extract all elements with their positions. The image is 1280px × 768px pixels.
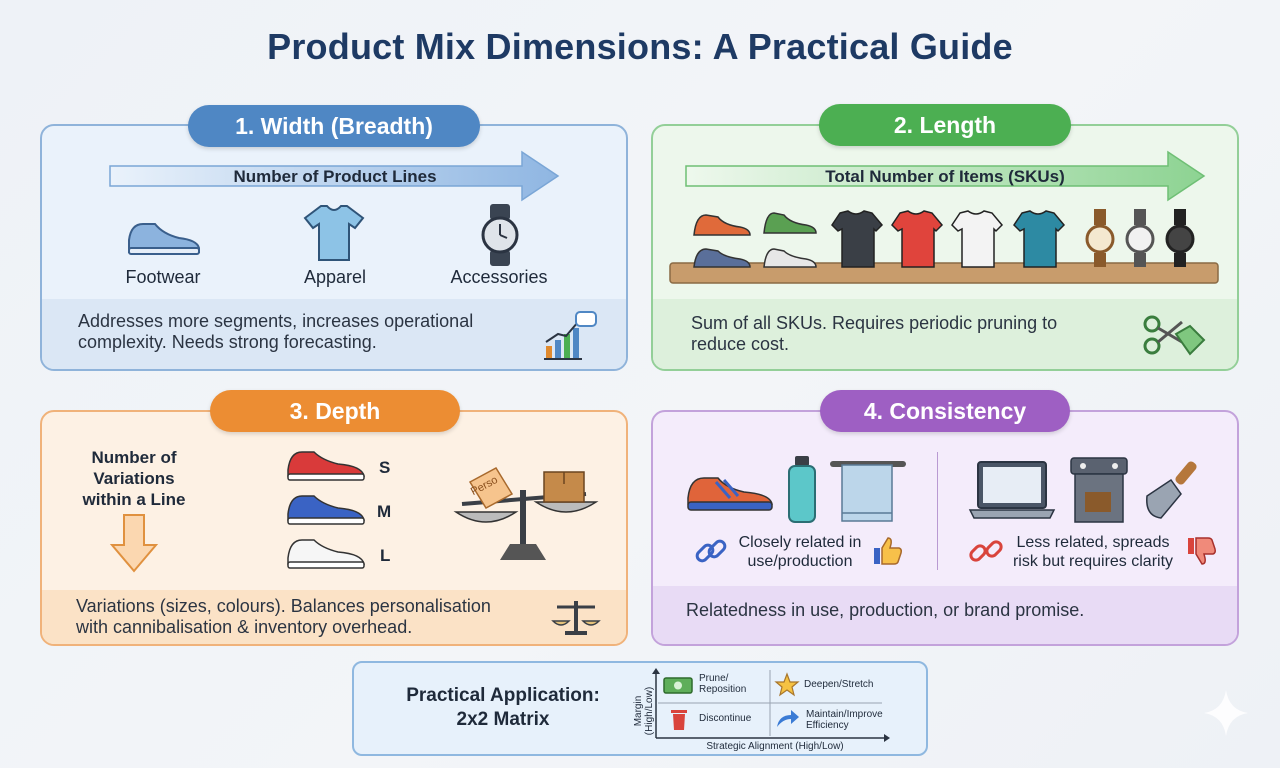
related-caption: Closely related in use/production — [730, 533, 870, 571]
balance-scale-icon — [551, 601, 601, 635]
width-arrow-label: Number of Product Lines — [233, 167, 437, 186]
quadrant-maintain: Maintain/Improve Efficiency — [806, 709, 883, 731]
width-arrow — [109, 150, 560, 202]
link-icon — [695, 539, 727, 563]
size-label-s: S — [379, 458, 391, 477]
length-description-line2: reduce cost. — [691, 334, 790, 354]
length-arrow-label: Total Number of Items (SKUs) — [825, 167, 1065, 186]
length-heading: 2. Length — [819, 104, 1071, 146]
practical-application-title: Practical Application: 2x2 Matrix — [398, 684, 608, 732]
length-description-line1: Sum of all SKUs. Requires periodic pruni… — [691, 313, 1058, 333]
consistency-divider — [937, 452, 938, 570]
depth-side-label-line2: Variations — [93, 469, 175, 488]
width-description: Addresses more segments, increases opera… — [42, 299, 626, 369]
depth-description-line2: with cannibalisation & inventory overhea… — [76, 617, 413, 637]
size-label-l: L — [380, 546, 391, 565]
practical-application-panel — [352, 661, 928, 756]
depth-heading: 3. Depth — [210, 390, 460, 432]
scale-with-tag-and-box-icon — [453, 467, 599, 560]
quadrant-maintain-line2: Efficiency — [806, 720, 849, 731]
matrix-y-axis-label: Margin (High/Low) — [633, 686, 655, 736]
water-bottle-icon — [788, 456, 816, 523]
width-item-footwear: Footwear — [125, 267, 201, 287]
laptop-icon — [968, 461, 1056, 519]
sneaker-white-icon — [287, 539, 365, 569]
length-description: Sum of all SKUs. Requires periodic pruni… — [653, 299, 1237, 369]
running-shoe-icon — [687, 477, 773, 511]
curved-arrow-icon — [777, 710, 799, 727]
width-description-line1: Addresses more segments, increases opera… — [78, 311, 474, 331]
coffee-machine-icon — [1070, 457, 1128, 523]
quadrant-discontinue: Discontinue — [699, 713, 752, 724]
length-arrow — [685, 150, 1206, 202]
sku-shelf — [669, 209, 1219, 284]
depth-side-label: Number of Variations within a Line — [62, 447, 206, 510]
unrelated-caption: Less related, spreads risk but requires … — [1000, 533, 1186, 571]
trash-icon — [671, 710, 687, 730]
thumbs-up-icon — [874, 537, 902, 565]
practical-title-line2: 2x2 Matrix — [456, 709, 550, 730]
quadrant-prune: Prune/ Reposition — [699, 673, 746, 695]
down-arrow-icon — [109, 514, 159, 573]
depth-description-line1: Variations (sizes, colours). Balances pe… — [76, 596, 491, 616]
quadrant-prune-line2: Reposition — [699, 684, 747, 695]
sneaker-blue-icon — [287, 495, 365, 525]
shoe-icon — [763, 248, 817, 268]
watch-icon — [481, 204, 519, 266]
page-title: Product Mix Dimensions: A Practical Guid… — [267, 26, 1013, 67]
consistency-description: Relatedness in use, production, or brand… — [653, 586, 1237, 644]
sneaker-icon — [128, 223, 200, 255]
sneaker-red-icon — [287, 451, 365, 481]
quadrant-prune-line1: Prune/ — [699, 673, 729, 684]
width-description-line2: complexity. Needs strong forecasting. — [78, 332, 377, 352]
shoe-icon — [763, 212, 817, 234]
shoe-icon — [693, 248, 751, 268]
garden-trowel-icon — [1146, 461, 1197, 519]
width-heading: 1. Width (Breadth) — [188, 105, 480, 147]
unrelated-caption-line2: risk but requires clarity — [1012, 553, 1174, 570]
size-label-m: M — [377, 502, 392, 521]
practical-title-line1: Practical Application: — [406, 685, 600, 706]
depth-description: Variations (sizes, colours). Balances pe… — [42, 590, 626, 644]
matrix-x-axis-label: Strategic Alignment (High/Low) — [706, 741, 844, 752]
scissors-price-tag-icon — [1143, 315, 1206, 356]
tshirt-icon — [303, 205, 365, 261]
star-icon — [774, 672, 800, 697]
related-caption-line1: Closely related in — [738, 534, 862, 551]
unrelated-caption-line1: Less related, spreads — [1016, 534, 1170, 551]
money-icon — [663, 677, 693, 694]
depth-side-label-line3: within a Line — [82, 490, 186, 509]
thumbs-down-icon — [1188, 537, 1216, 565]
quadrant-deepen: Deepen/Stretch — [804, 679, 874, 690]
consistency-heading: 4. Consistency — [820, 390, 1070, 432]
broken-link-icon — [969, 540, 1003, 562]
shoe-icon — [693, 214, 751, 236]
quadrant-maintain-line1: Maintain/Improve — [806, 709, 883, 720]
related-caption-line2: use/production — [747, 553, 853, 570]
consistency-panel: Relatedness in use, production, or brand… — [651, 410, 1239, 646]
sparkle-icon — [1204, 690, 1248, 736]
towel-icon — [830, 461, 906, 522]
width-item-apparel: Apparel — [303, 267, 367, 287]
depth-side-label-line1: Number of — [91, 448, 177, 467]
matrix-axes — [652, 668, 890, 742]
growth-chart-icon — [544, 311, 597, 360]
width-item-accessories: Accessories — [450, 267, 548, 287]
